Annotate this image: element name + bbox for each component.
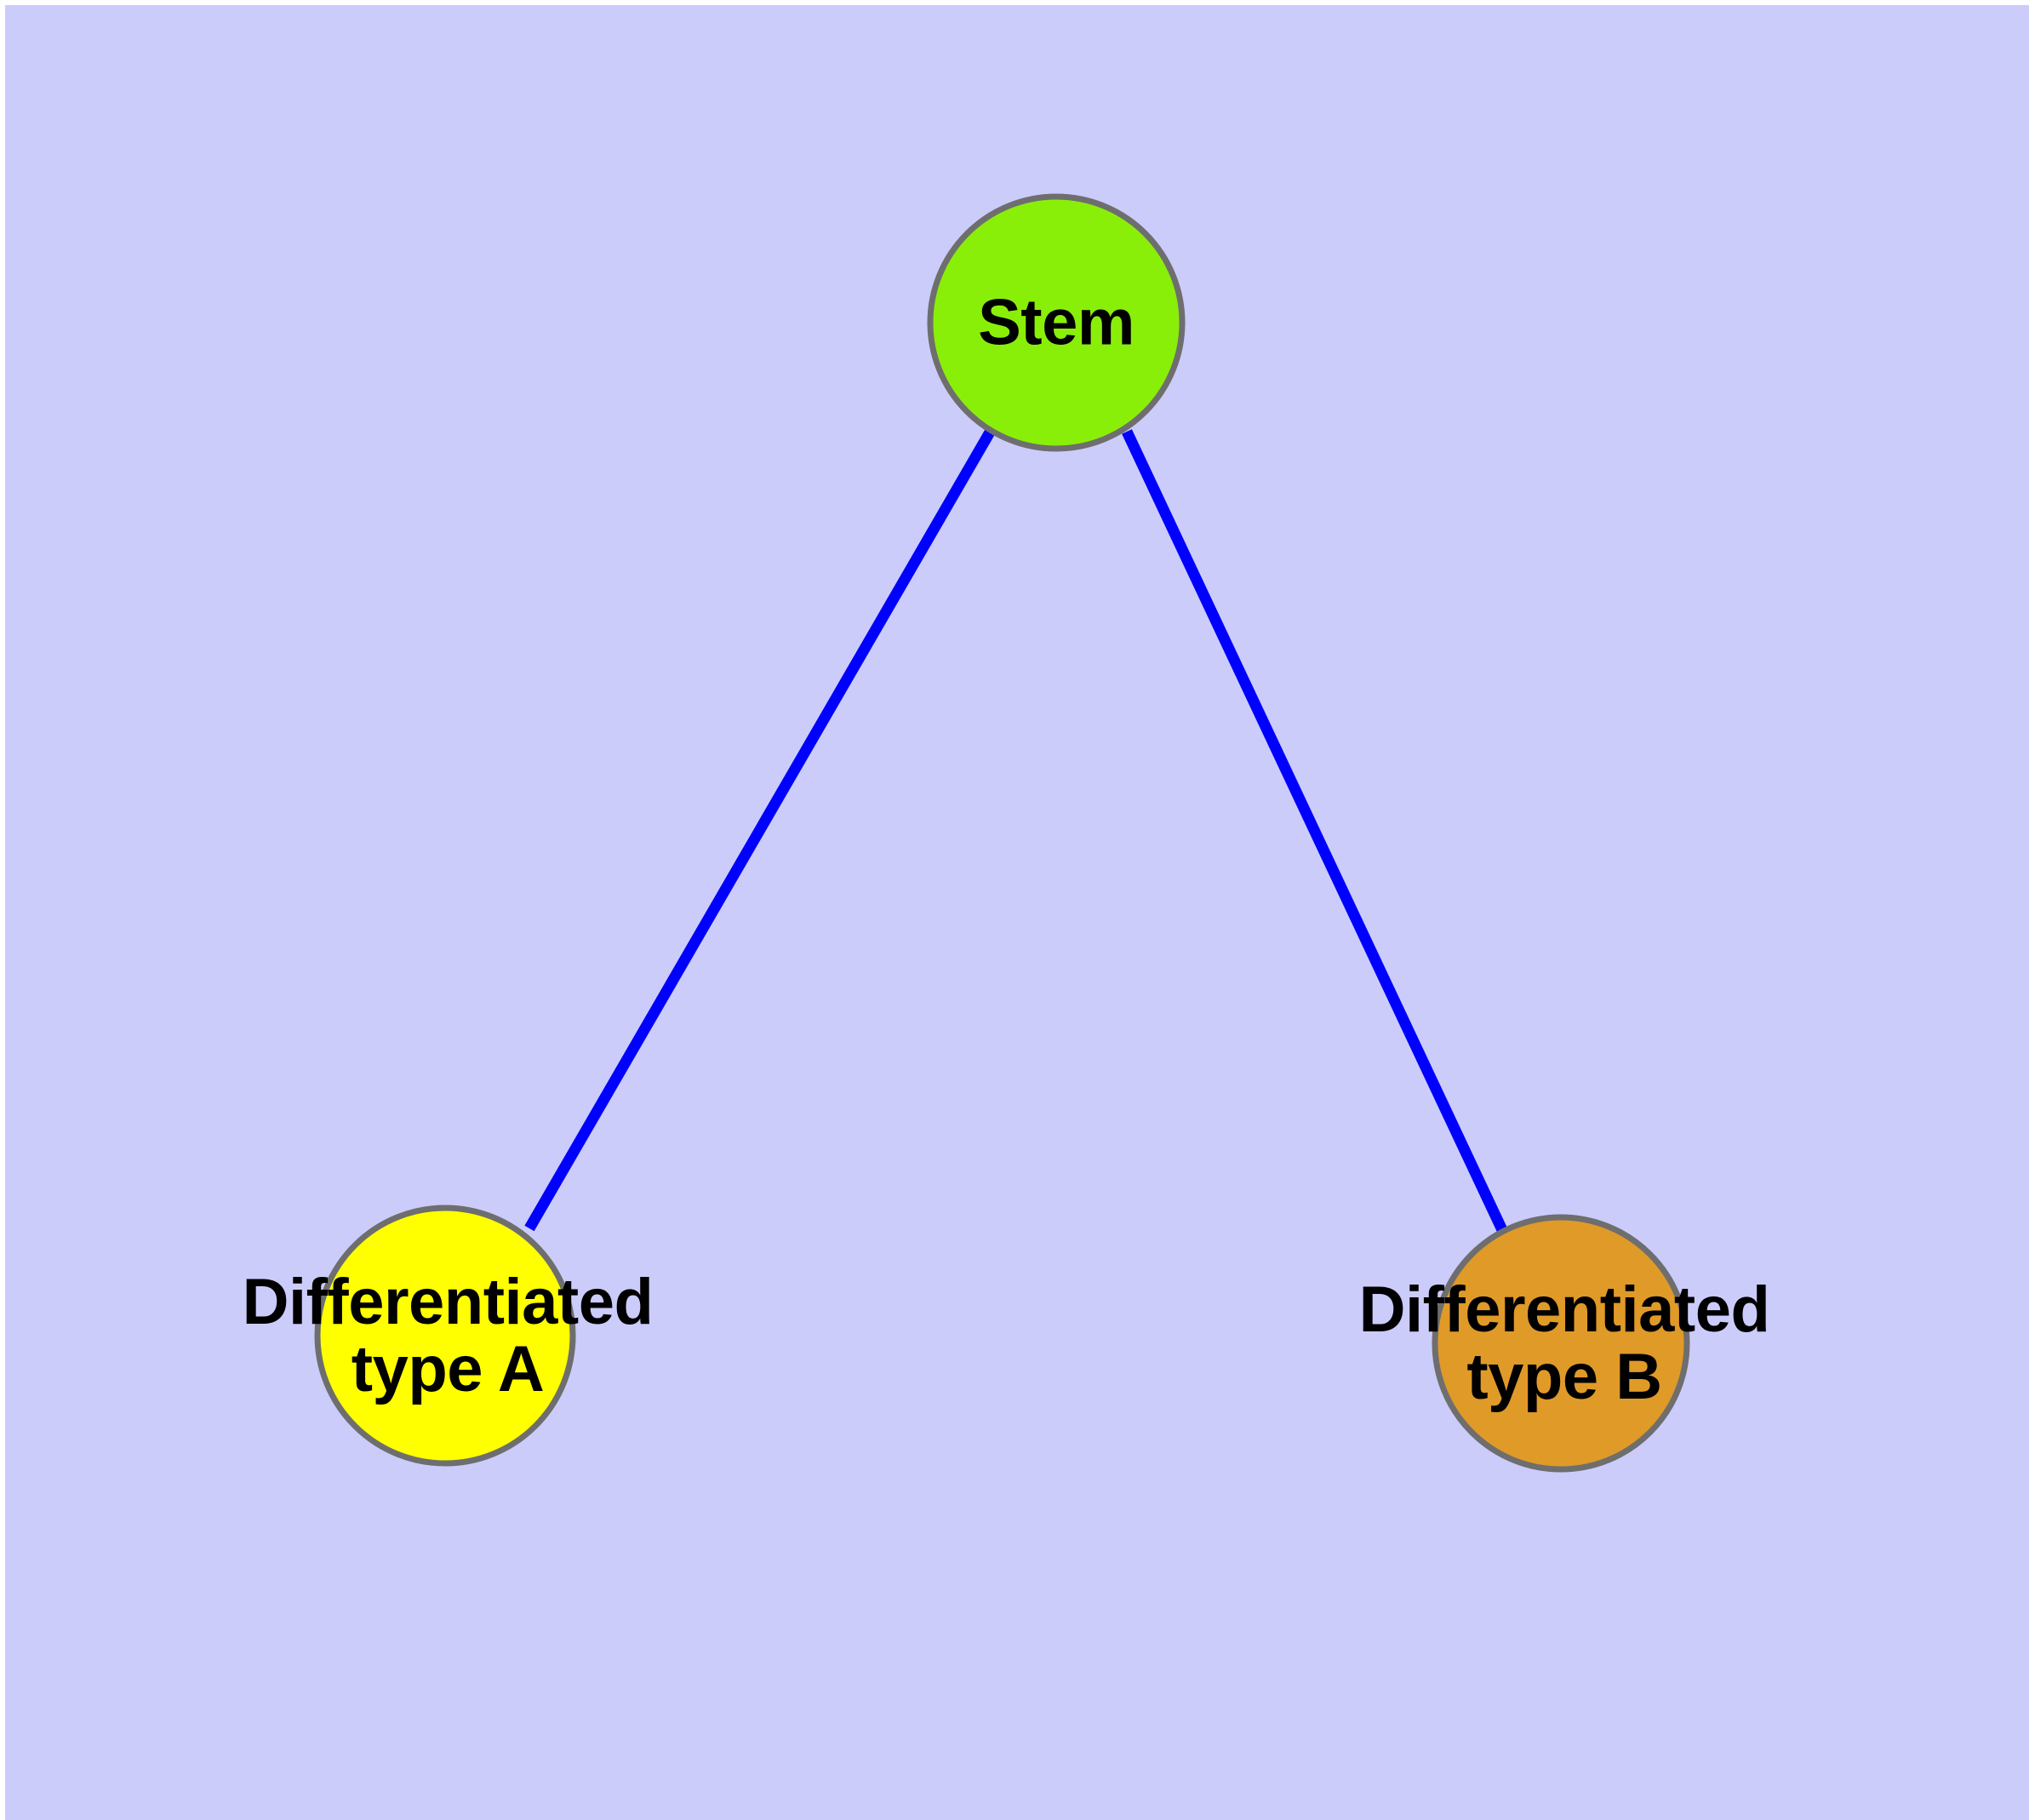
- node-differentiated-type-b[interactable]: [1432, 1214, 1690, 1473]
- edge-stem-to-differentiated-a[interactable]: [524, 427, 996, 1232]
- cell-differentiation-graph: [314, 193, 1690, 1473]
- node-stem[interactable]: [927, 193, 1186, 452]
- node-differentiated-type-a[interactable]: [314, 1205, 576, 1467]
- edge-layer: [524, 427, 1508, 1234]
- edge-stem-to-differentiated-b[interactable]: [1122, 429, 1508, 1234]
- node-layer: [314, 193, 1690, 1473]
